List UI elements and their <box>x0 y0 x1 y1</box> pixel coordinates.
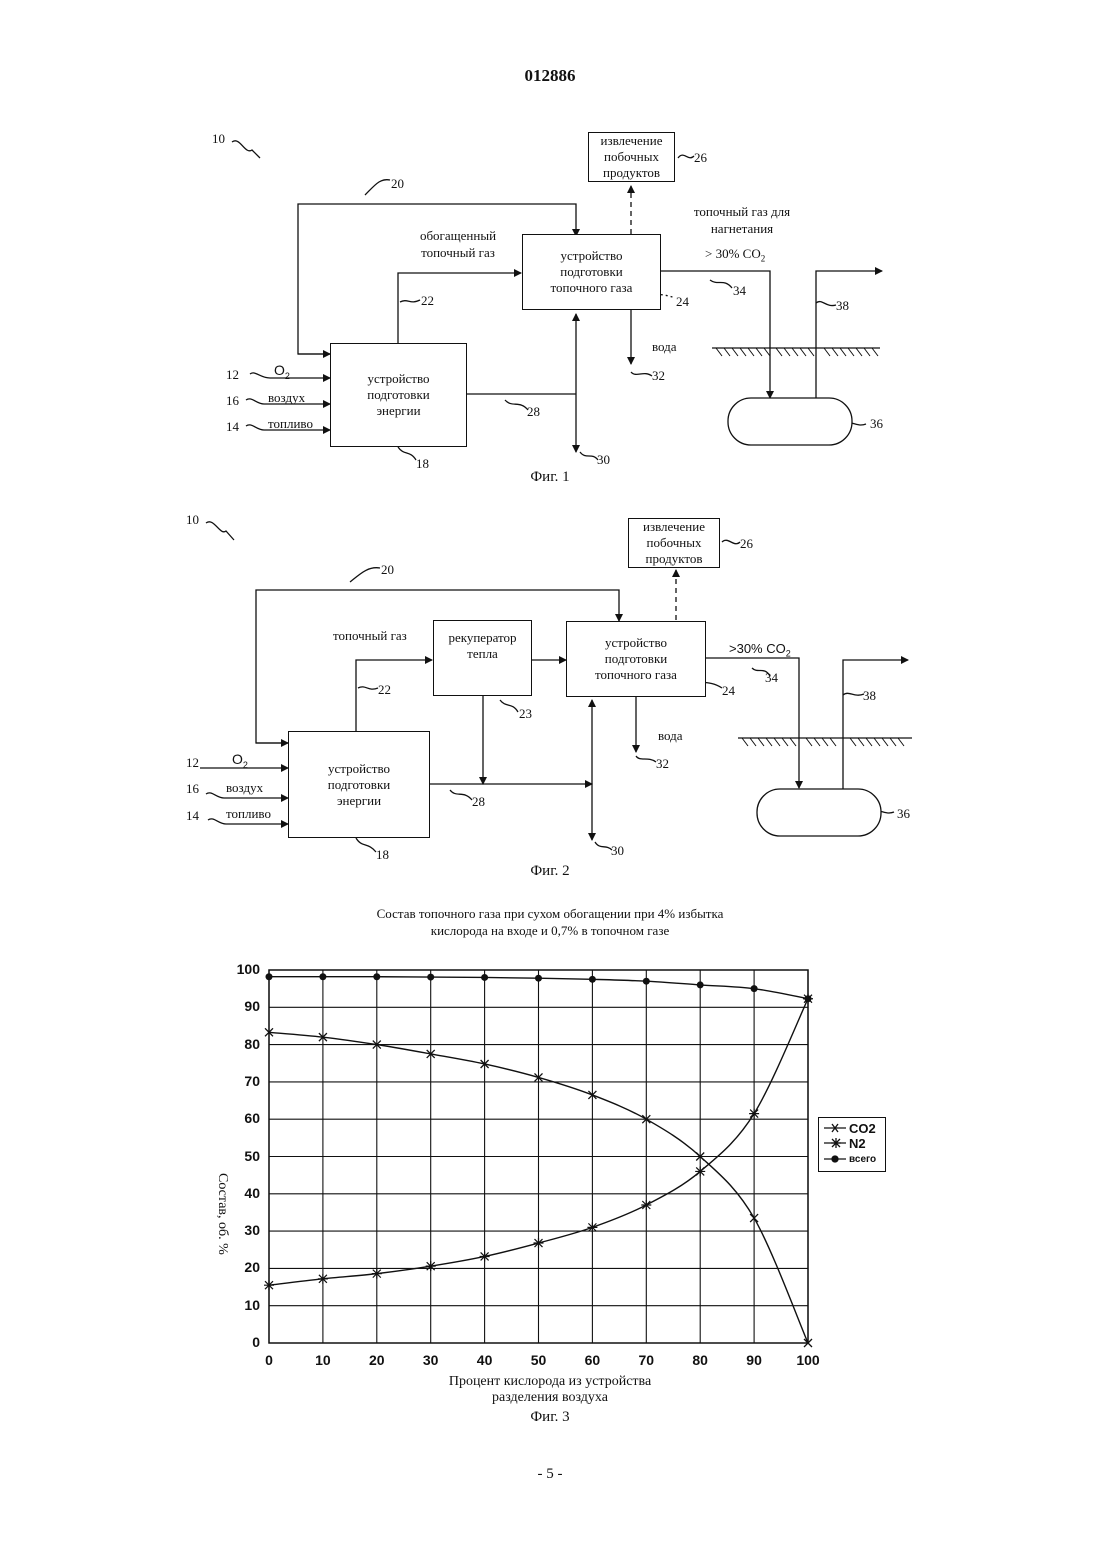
data-point-n2 <box>695 1166 705 1176</box>
y-tick-label: 70 <box>226 1073 260 1089</box>
x-tick-label: 60 <box>572 1352 612 1368</box>
x-tick-label: 30 <box>411 1352 451 1368</box>
x-axis-label-line1: Процент кислорода из устройства <box>0 1374 1100 1390</box>
data-point-всего <box>373 973 380 980</box>
data-point-n2 <box>426 1261 436 1271</box>
data-point-всего <box>751 985 758 992</box>
data-point-n2 <box>372 1269 382 1279</box>
data-point-всего <box>535 975 542 982</box>
x-tick-label: 0 <box>249 1352 289 1368</box>
x-axis-label: Процент кислорода из устройства разделен… <box>0 1374 1100 1406</box>
chart-legend: CO2 N2 всего <box>818 1117 886 1172</box>
y-tick-label: 50 <box>226 1148 260 1164</box>
y-tick-label: 0 <box>226 1334 260 1350</box>
data-point-n2 <box>749 1109 759 1119</box>
y-tick-label: 10 <box>226 1297 260 1313</box>
data-point-всего <box>697 981 704 988</box>
y-tick-label: 30 <box>226 1222 260 1238</box>
y-axis-label: Состав, об. % <box>214 1173 230 1255</box>
y-tick-label: 20 <box>226 1259 260 1275</box>
legend-item-n2: N2 <box>819 1136 885 1151</box>
x-tick-label: 100 <box>788 1352 828 1368</box>
data-point-n2 <box>641 1200 651 1210</box>
data-point-n2 <box>534 1238 544 1248</box>
data-point-n2 <box>318 1274 328 1284</box>
data-point-всего <box>481 974 488 981</box>
fig3-caption: Фиг. 3 <box>0 1410 1100 1425</box>
x-tick-label: 80 <box>680 1352 720 1368</box>
data-point-всего <box>805 995 812 1002</box>
data-point-всего <box>319 973 326 980</box>
y-tick-label: 80 <box>226 1036 260 1052</box>
x-axis-label-line2: разделения воздуха <box>0 1390 1100 1406</box>
y-tick-label: 40 <box>226 1185 260 1201</box>
x-tick-label: 50 <box>519 1352 559 1368</box>
data-point-n2 <box>264 1280 274 1290</box>
data-point-n2 <box>480 1251 490 1261</box>
data-point-всего <box>427 974 434 981</box>
data-point-всего <box>266 973 273 980</box>
legend-item-co2: CO2 <box>819 1121 885 1136</box>
x-tick-label: 20 <box>357 1352 397 1368</box>
data-point-всего <box>589 976 596 983</box>
data-point-n2 <box>587 1222 597 1232</box>
x-tick-label: 10 <box>303 1352 343 1368</box>
x-tick-label: 40 <box>465 1352 505 1368</box>
y-tick-label: 100 <box>226 961 260 977</box>
y-tick-label: 90 <box>226 998 260 1014</box>
x-tick-label: 90 <box>734 1352 774 1368</box>
page-number: - 5 - <box>0 1466 1100 1483</box>
x-tick-label: 70 <box>626 1352 666 1368</box>
y-tick-label: 60 <box>226 1110 260 1126</box>
legend-item-total: всего <box>819 1152 885 1167</box>
data-point-всего <box>643 978 650 985</box>
